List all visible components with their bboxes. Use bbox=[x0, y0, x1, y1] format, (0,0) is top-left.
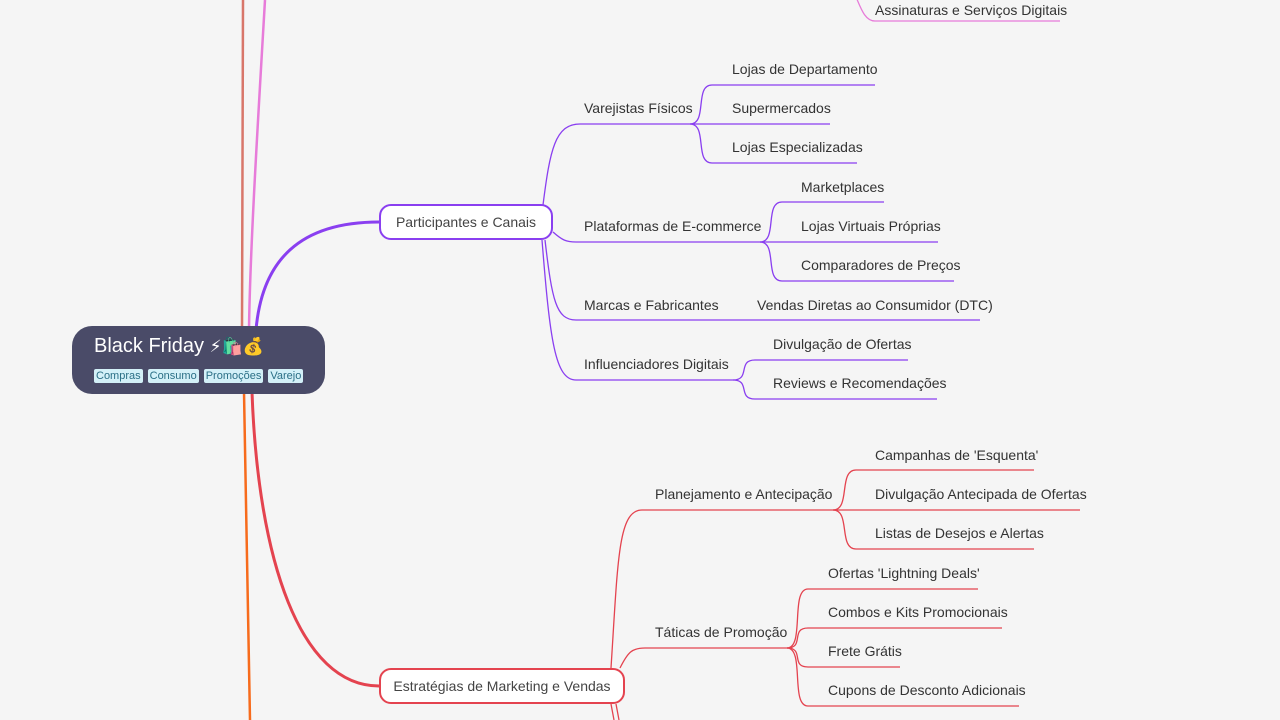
connector-line bbox=[615, 703, 620, 720]
connector-line bbox=[786, 647, 900, 668]
connector-line bbox=[240, 0, 245, 331]
connector-line bbox=[759, 201, 884, 243]
connector-line bbox=[689, 123, 857, 164]
connector-line bbox=[856, 0, 1060, 22]
node-assinaturas[interactable]: Assinaturas e Serviços Digitais bbox=[875, 2, 1068, 18]
leaf[interactable]: Divulgação Antecipada de Ofertas bbox=[875, 486, 1087, 502]
node-influenciadores[interactable]: Influenciadores Digitais bbox=[584, 356, 729, 372]
connector-line bbox=[786, 647, 1019, 707]
node-planejamento[interactable]: Planejamento e Antecipação bbox=[655, 486, 833, 502]
connector-line bbox=[832, 509, 1034, 550]
connector-line bbox=[832, 469, 1034, 511]
node-estrategias[interactable]: Estratégias de Marketing e Vendas bbox=[379, 668, 625, 704]
tag[interactable]: Varejo bbox=[268, 369, 304, 383]
leaf[interactable]: Ofertas 'Lightning Deals' bbox=[828, 565, 980, 581]
connector-line bbox=[732, 359, 908, 381]
root-title: Black Friday ⚡🛍️💰 bbox=[94, 335, 264, 358]
connector-line bbox=[610, 509, 833, 669]
connector-line bbox=[242, 391, 252, 720]
connector-line bbox=[786, 588, 978, 649]
node-taticas[interactable]: Táticas de Promoção bbox=[655, 624, 788, 640]
node-plataformas[interactable]: Plataformas de E-commerce bbox=[584, 218, 762, 234]
connector-line bbox=[250, 391, 380, 688]
connector-line bbox=[732, 379, 937, 400]
connector-line bbox=[552, 231, 760, 243]
tag[interactable]: Consumo bbox=[147, 369, 199, 383]
connector-line bbox=[619, 647, 787, 669]
leaf[interactable]: Lojas de Departamento bbox=[732, 61, 878, 77]
leaf[interactable]: Lojas Virtuais Próprias bbox=[801, 218, 941, 234]
leaf[interactable]: Supermercados bbox=[732, 100, 831, 116]
leaf[interactable]: Cupons de Desconto Adicionais bbox=[828, 682, 1026, 698]
connector-line bbox=[247, 0, 267, 331]
connector-line bbox=[759, 241, 954, 282]
leaf[interactable]: Reviews e Recomendações bbox=[773, 375, 947, 391]
tag[interactable]: Promoções bbox=[203, 369, 264, 383]
node-marcas[interactable]: Marcas e Fabricantes bbox=[584, 297, 719, 313]
connector-line bbox=[689, 84, 875, 125]
connector-line bbox=[541, 239, 733, 381]
node-varejistas[interactable]: Varejistas Físicos bbox=[584, 100, 693, 116]
leaf[interactable]: Frete Grátis bbox=[828, 643, 902, 659]
connector-line bbox=[254, 220, 380, 331]
root-node[interactable]: Black Friday ⚡🛍️💰 Compras Consumo Promoç… bbox=[72, 326, 325, 394]
node-participantes[interactable]: Participantes e Canais bbox=[379, 204, 553, 240]
leaf[interactable]: Combos e Kits Promocionais bbox=[828, 604, 1008, 620]
leaf[interactable]: Comparadores de Preços bbox=[801, 257, 961, 273]
root-title-text: Black Friday bbox=[94, 335, 205, 357]
connector-line bbox=[610, 703, 615, 720]
connector-line bbox=[542, 123, 690, 206]
leaf[interactable]: Vendas Diretas ao Consumidor (DTC) bbox=[757, 297, 993, 313]
leaf[interactable]: Listas de Desejos e Alertas bbox=[875, 525, 1044, 541]
leaf[interactable]: Marketplaces bbox=[801, 179, 885, 195]
leaf[interactable]: Divulgação de Ofertas bbox=[773, 336, 912, 352]
connector-line bbox=[544, 239, 740, 321]
tag[interactable]: Compras bbox=[94, 369, 143, 383]
leaf[interactable]: Campanhas de 'Esquenta' bbox=[875, 447, 1039, 463]
leaf[interactable]: Lojas Especializadas bbox=[732, 139, 863, 155]
root-emoji: ⚡🛍️💰 bbox=[209, 337, 264, 356]
connector-line bbox=[786, 627, 1002, 649]
tag-list: Compras Consumo Promoções Varejo bbox=[94, 369, 304, 383]
